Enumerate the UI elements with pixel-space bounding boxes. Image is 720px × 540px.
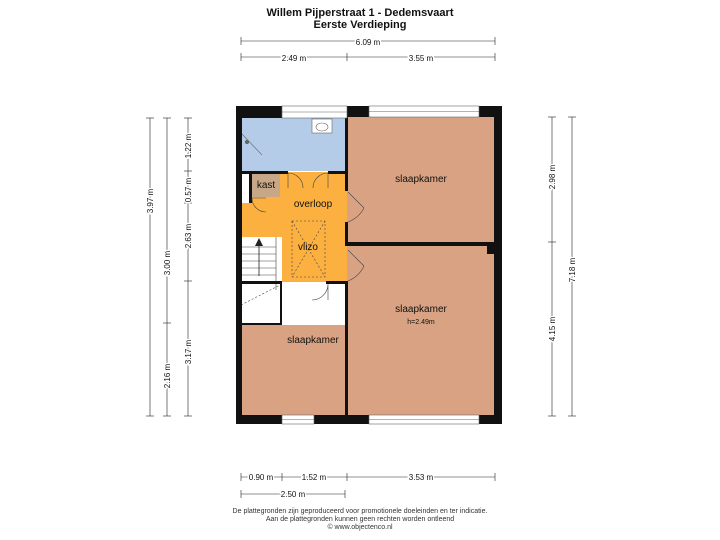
page-title: Willem Pijperstraat 1 - Dedemsvaart bbox=[266, 7, 454, 19]
dim-top-total: 6.09 m bbox=[356, 38, 381, 47]
dim-right-inner-top: 2.98 m bbox=[548, 164, 557, 189]
dim-left-inner-b: 0.57 m bbox=[184, 177, 193, 202]
dim-right-outer-total: 7.18 m bbox=[568, 257, 577, 282]
dim-top-right: 3.55 m bbox=[409, 54, 434, 63]
bedroom-low-floor bbox=[241, 325, 345, 416]
room-label-hatch: vlizo bbox=[298, 242, 318, 253]
dim-left-inner-c: 2.63 m bbox=[184, 223, 193, 248]
doors bbox=[251, 172, 365, 301]
bedroom-mid-floor bbox=[347, 246, 495, 416]
dim-left-outer-low: 2.16 m bbox=[163, 363, 172, 388]
dim-bottom-b: 1.52 m bbox=[302, 473, 327, 482]
dimension-lines bbox=[146, 37, 576, 498]
dim-left-inner-a: 1.22 m bbox=[184, 133, 193, 158]
shower-icon bbox=[240, 132, 263, 156]
disclaimer-line-2: Aan de plattegronden kunnen geen rechten… bbox=[265, 516, 455, 523]
copyright-link[interactable]: © www.objectenco.nl bbox=[327, 524, 393, 531]
dim-left-outer-mid: 3.00 m bbox=[163, 250, 172, 275]
windows bbox=[281, 105, 480, 425]
closet-floor bbox=[252, 173, 280, 197]
dim-bottom-total: 2.50 m bbox=[281, 490, 306, 499]
hatch-outline bbox=[291, 220, 326, 278]
bedroom-top-floor bbox=[347, 117, 495, 243]
dim-left-inner-d: 3.17 m bbox=[184, 339, 193, 364]
washbasin-icon bbox=[311, 118, 333, 134]
stairs-arrow bbox=[255, 238, 263, 276]
room-label-closet: kast bbox=[257, 180, 276, 191]
dim-left-outer-total: 3.97 m bbox=[146, 188, 155, 213]
room-label-bedroom-top: slaapkamer bbox=[395, 174, 447, 185]
dim-top-left: 2.49 m bbox=[282, 54, 307, 63]
room-label-bedroom-mid: slaapkamer bbox=[395, 304, 447, 315]
disclaimer-line-1: De plattegronden zijn geproduceerd voor … bbox=[232, 508, 488, 515]
dim-right-inner-low: 4.15 m bbox=[548, 316, 557, 341]
room-label-bedroom-low: slaapkamer bbox=[287, 335, 339, 346]
dim-bottom-c: 3.53 m bbox=[409, 473, 434, 482]
walls bbox=[236, 106, 502, 424]
dim-bottom-a: 0.90 m bbox=[249, 473, 274, 482]
room-label-landing: overloop bbox=[294, 199, 333, 210]
page-subtitle: Eerste Verdieping bbox=[313, 19, 407, 31]
landing-floor bbox=[241, 172, 347, 282]
stairs-area bbox=[241, 237, 282, 324]
room-height-label: h=2.49m bbox=[407, 319, 435, 326]
